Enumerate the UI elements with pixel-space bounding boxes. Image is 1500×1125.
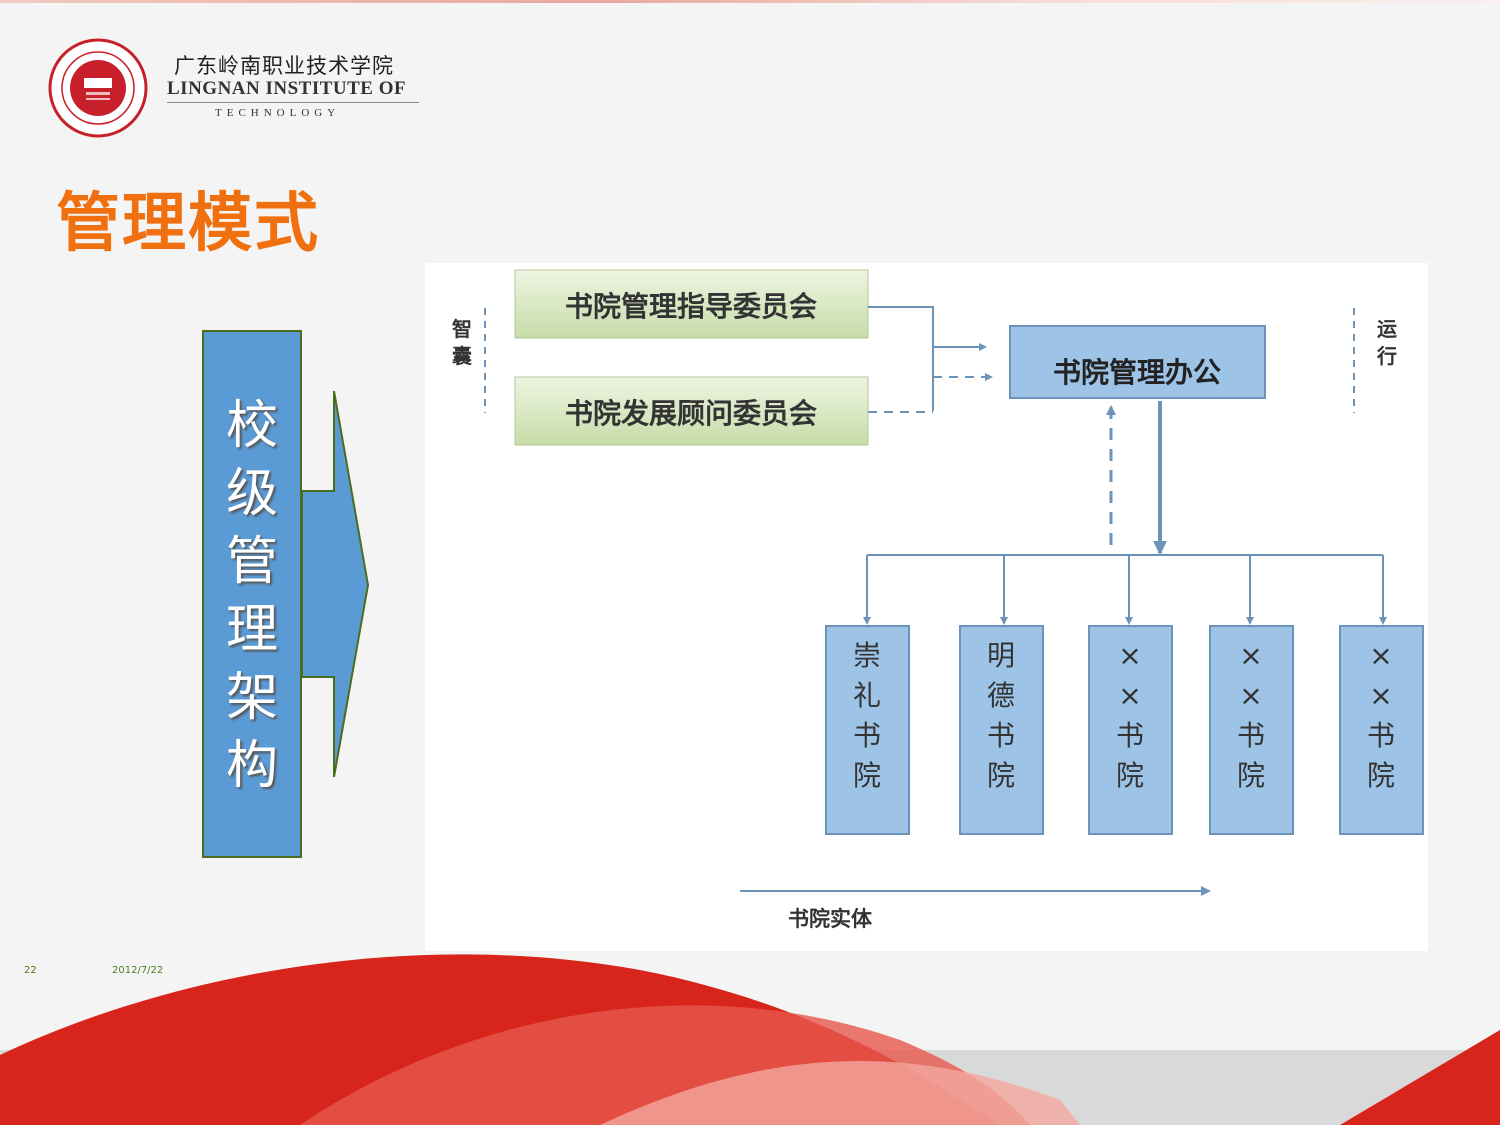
college-1-char: 崇 xyxy=(853,639,881,672)
college-4-char: 书 xyxy=(1237,719,1265,752)
office-box xyxy=(1009,325,1266,399)
college-4-char: × xyxy=(1239,679,1262,712)
school-level-box xyxy=(202,330,302,858)
college-box-1 xyxy=(825,625,910,835)
college-box-2 xyxy=(959,625,1044,835)
college-3-char: 书 xyxy=(1116,719,1144,752)
college-box-3 xyxy=(1088,625,1173,835)
top-accent-line xyxy=(0,0,1500,3)
college-5-char: 院 xyxy=(1367,759,1395,792)
college-3-char: × xyxy=(1118,679,1141,712)
left-char: 架 xyxy=(225,668,278,728)
college-1-char: 礼 xyxy=(853,679,881,712)
school-seal-logo xyxy=(48,38,148,138)
left-char: 管 xyxy=(225,532,278,592)
left-char: 构 xyxy=(225,736,278,796)
decorative-wave xyxy=(0,954,1500,1125)
left-char: 校 xyxy=(225,396,278,456)
school-name-cn: 广东岭南职业技术学院 xyxy=(174,54,394,78)
committee-1-box xyxy=(514,269,869,339)
college-5-char: 书 xyxy=(1367,719,1395,752)
college-3-char: 院 xyxy=(1116,759,1144,792)
college-1-char: 书 xyxy=(853,719,881,752)
slide-title: 管理模式 xyxy=(56,187,320,261)
college-2-char: 明 xyxy=(987,639,1015,672)
college-2-char: 德 xyxy=(987,679,1015,712)
slide-number: 22 xyxy=(24,965,37,976)
committee-2-label: 书院发展顾问委员会 xyxy=(565,397,817,430)
school-name-en: LINGNAN INSTITUTE OF xyxy=(167,78,407,99)
left-char: 级 xyxy=(225,464,278,524)
college-3-char: × xyxy=(1118,639,1141,672)
college-4-char: × xyxy=(1239,639,1262,672)
side-right-char: 运 xyxy=(1377,317,1397,341)
committee-1-label: 书院管理指导委员会 xyxy=(565,290,817,323)
college-2-char: 书 xyxy=(987,719,1015,752)
side-left-char: 囊 xyxy=(451,344,472,368)
college-4-char: 院 xyxy=(1237,759,1265,792)
college-1-char: 院 xyxy=(853,759,881,792)
college-box-5 xyxy=(1339,625,1424,835)
slide-date: 2012/7/22 xyxy=(112,965,164,976)
college-box-4 xyxy=(1209,625,1294,835)
right-arrow-icon xyxy=(301,390,370,778)
entity-label: 书院实体 xyxy=(788,907,873,931)
logo-divider xyxy=(167,102,419,103)
college-5-char: × xyxy=(1369,639,1392,672)
side-right-char: 行 xyxy=(1376,344,1397,368)
org-chart-panel: 智 囊 运 行 书院管理指导委员会 书院发展顾问委员会 书院管理办公 崇 礼 书 xyxy=(425,263,1428,951)
side-left-char: 智 xyxy=(452,317,472,341)
college-2-char: 院 xyxy=(987,759,1015,792)
school-level-label: 校 级 管 理 架 构 xyxy=(202,392,302,800)
office-label: 书院管理办公 xyxy=(1053,356,1221,389)
committee-2-box xyxy=(514,376,869,446)
org-chart: 智 囊 运 行 书院管理指导委员会 书院发展顾问委员会 书院管理办公 崇 礼 书 xyxy=(451,269,1424,931)
school-name-technology: TECHNOLOGY xyxy=(215,107,341,119)
left-char: 理 xyxy=(225,600,278,660)
connector-committee-1 xyxy=(868,306,934,411)
college-5-char: × xyxy=(1369,679,1392,712)
